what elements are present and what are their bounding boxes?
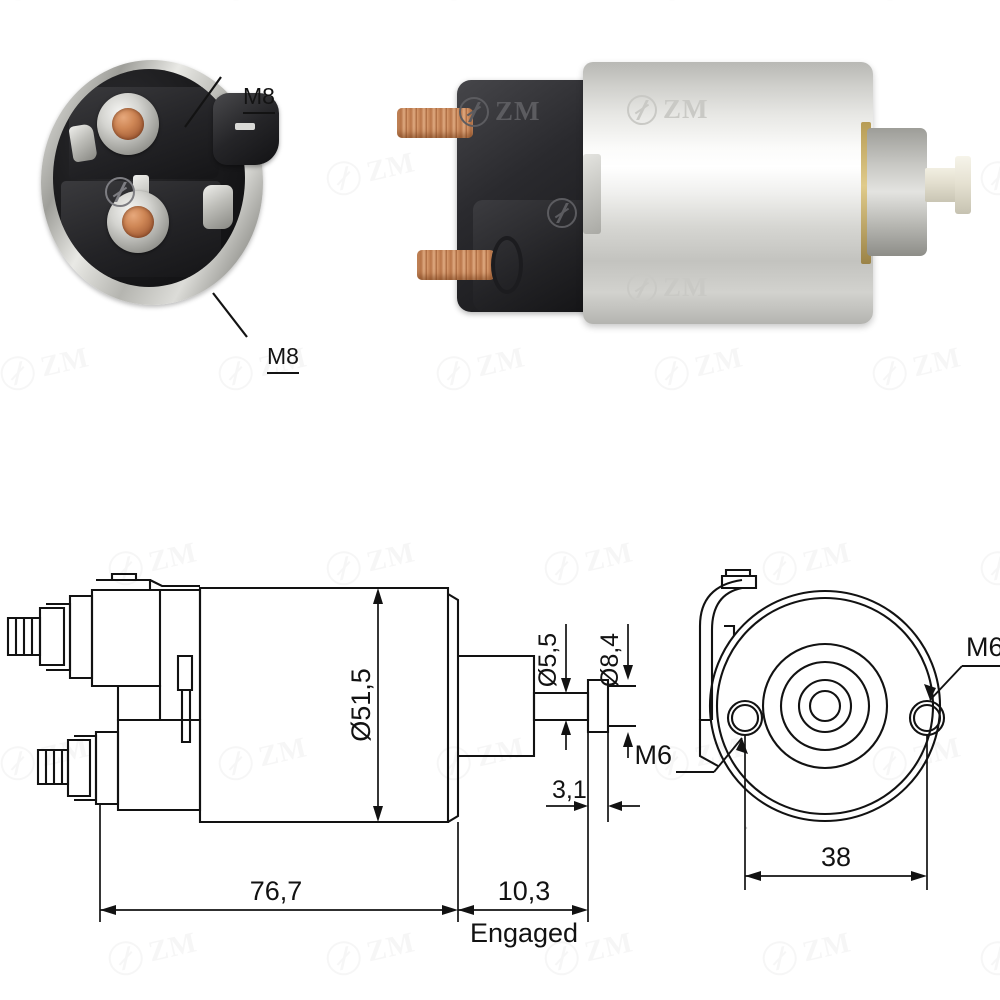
note-engaged: Engaged xyxy=(470,918,578,948)
dim-cap-diameter xyxy=(623,624,633,758)
dim-hole-spacing xyxy=(744,735,928,890)
control-connector-plug xyxy=(213,93,279,165)
zm-watermark-tile: ZM xyxy=(0,0,92,4)
upper-terminal-stud xyxy=(97,93,159,155)
zm-wordmark: ZM xyxy=(473,340,529,383)
solenoid-body-can xyxy=(583,62,873,324)
drawing-nose-step xyxy=(458,654,536,758)
contact-clip-right xyxy=(203,185,233,229)
zm-badge-icon xyxy=(651,0,693,4)
callout-m6-right: M6 xyxy=(966,632,1000,662)
zm-watermark-tile: ZM xyxy=(869,0,964,4)
zm-watermark-tile: ZM xyxy=(869,340,965,394)
side-terminal-stud-bottom xyxy=(417,250,495,280)
zm-watermark-tile: ZM xyxy=(651,340,747,394)
zm-watermark-tile: ZM xyxy=(433,340,529,394)
side-terminal-stud-top xyxy=(397,108,473,138)
dim-label-body-diameter: Ø51,5 xyxy=(346,668,376,742)
zm-watermark-tile: ZM xyxy=(651,0,746,4)
callout-m8-bottom: M8 xyxy=(267,343,299,374)
dim-label-body-length: 76,7 xyxy=(250,876,303,906)
rear-collar xyxy=(867,128,927,256)
lower-terminal-stud xyxy=(107,191,169,253)
zm-badge-icon xyxy=(977,157,1000,199)
zm-badge-icon xyxy=(869,352,911,394)
drawing-end-bracket xyxy=(698,568,758,767)
zm-badge-icon xyxy=(0,0,39,4)
dim-label-cap-diameter: Ø8,4 xyxy=(596,633,624,687)
zm-badge-icon xyxy=(0,352,39,394)
drawing-plunger-shaft xyxy=(532,691,590,722)
zm-watermark-tile: ZM xyxy=(433,0,528,4)
stud-sealing-ring xyxy=(491,236,523,294)
brass-end-ring xyxy=(861,122,871,264)
callout-m8-top: M8 xyxy=(243,83,275,114)
dim-label-plunger-travel: 10,3 xyxy=(498,876,551,906)
callout-m6-left-leader xyxy=(676,737,748,773)
plunger-shaft xyxy=(925,168,959,202)
callout-m6-right-leader xyxy=(924,665,1000,701)
drawing-upper-stud xyxy=(6,594,94,680)
front-callout-leaders xyxy=(184,76,248,338)
technical-drawings: Ø51,5 Ø5,5 Ø8,4 xyxy=(0,560,1000,990)
zm-badge-icon xyxy=(215,0,257,4)
zm-wordmark: ZM xyxy=(691,340,747,383)
zm-watermark-tile: ZM xyxy=(215,0,310,4)
zm-badge-icon xyxy=(433,0,475,4)
front-face-photo: M8 M8 xyxy=(35,55,299,374)
dim-cap-thickness xyxy=(546,732,640,822)
side-contact-clip xyxy=(583,154,601,234)
drawing-lower-stud xyxy=(36,730,120,806)
callout-m6-left: M6 xyxy=(634,740,672,770)
drawing-solenoid-body xyxy=(198,586,460,824)
dim-plunger-travel xyxy=(458,822,589,922)
zm-watermark-tile: ZM xyxy=(977,145,1000,199)
dim-shaft-diameter xyxy=(561,624,571,750)
dim-label-hole-spacing: 38 xyxy=(821,842,851,872)
zm-wordmark: ZM xyxy=(909,340,965,383)
zm-badge-icon xyxy=(651,352,693,394)
zm-badge-icon xyxy=(433,352,475,394)
dim-body-diameter xyxy=(373,588,383,822)
dim-label-cap-thickness: 3,1 xyxy=(552,776,587,804)
side-profile-photo: ZM ZM ZM xyxy=(395,50,975,340)
dim-label-shaft-diameter: Ø5,5 xyxy=(534,633,562,687)
drawing-terminal-housing xyxy=(90,572,202,812)
plunger-cap xyxy=(955,156,971,214)
dim-body-length xyxy=(99,804,459,922)
zm-badge-icon xyxy=(869,0,911,4)
